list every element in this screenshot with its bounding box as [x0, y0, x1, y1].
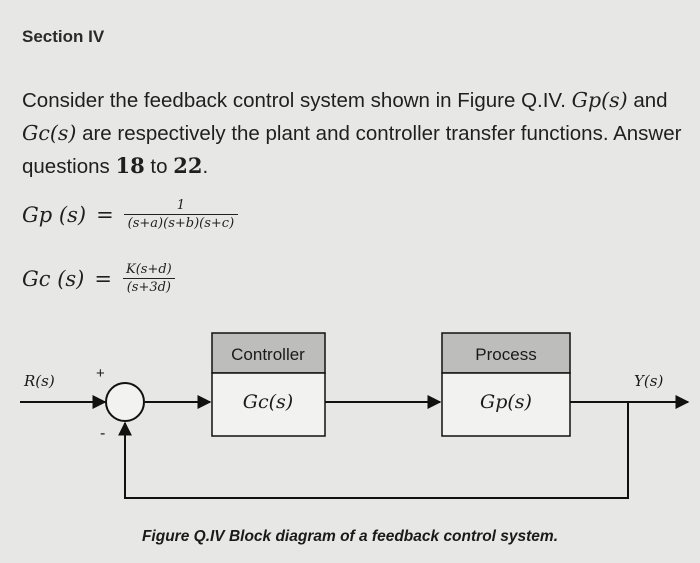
- output-label: Y(s): [634, 372, 663, 390]
- minus-sign: -: [100, 425, 105, 442]
- intro-text-2: and: [633, 89, 668, 112]
- problem-statement: Consider the feedback control system sho…: [22, 84, 682, 183]
- plant-fraction: 1 (s+a)(s+b)(s+c): [123, 198, 239, 231]
- intro-text-4: to: [150, 155, 168, 178]
- controller-equation: Gc (s) = K(s+d) (s+3d): [22, 262, 176, 295]
- intro-text-3: are respectively the plant and controlle…: [22, 122, 682, 178]
- gp-symbol: Gp(s): [571, 88, 628, 112]
- controller-block-body: [211, 372, 326, 437]
- plant-equation-lhs: Gp (s): [22, 202, 87, 227]
- equals-sign: =: [94, 266, 112, 291]
- controller-numerator: K(s+d): [125, 262, 172, 277]
- intro-text-5: .: [202, 155, 209, 178]
- process-block-header: [441, 332, 571, 374]
- equals-sign: =: [96, 202, 114, 227]
- controller-equation-lhs: Gc (s): [22, 266, 85, 291]
- feedback-path-line: [118, 402, 629, 499]
- plant-equation: Gp (s) = 1 (s+a)(s+b)(s+c): [22, 198, 239, 231]
- controller-denominator: (s+3d): [122, 278, 176, 295]
- question-end: 22: [173, 153, 203, 178]
- figure-caption: Figure Q.IV Block diagram of a feedback …: [141, 528, 559, 545]
- section-title: Section IV: [22, 27, 105, 46]
- controller-header-label: Controller: [231, 345, 305, 364]
- controller-tf-label: Gc(s): [243, 391, 293, 413]
- block-diagram: Controller Gc(s) Process Gp(s) R(s) Y(s)…: [20, 332, 690, 499]
- question-start: 18: [115, 153, 145, 178]
- plus-sign: +: [96, 365, 105, 382]
- plant-numerator: 1: [176, 198, 186, 213]
- plant-denominator: (s+a)(s+b)(s+c): [123, 214, 239, 231]
- input-label: R(s): [23, 372, 55, 390]
- controller-fraction: K(s+d) (s+3d): [122, 262, 176, 295]
- intro-text-1: Consider the feedback control system sho…: [22, 89, 566, 112]
- summing-junction: [105, 382, 145, 422]
- process-tf-label: Gp(s): [480, 391, 532, 413]
- process-header-label: Process: [475, 345, 536, 364]
- process-block-body: [441, 372, 571, 437]
- gc-symbol: Gc(s): [22, 121, 77, 145]
